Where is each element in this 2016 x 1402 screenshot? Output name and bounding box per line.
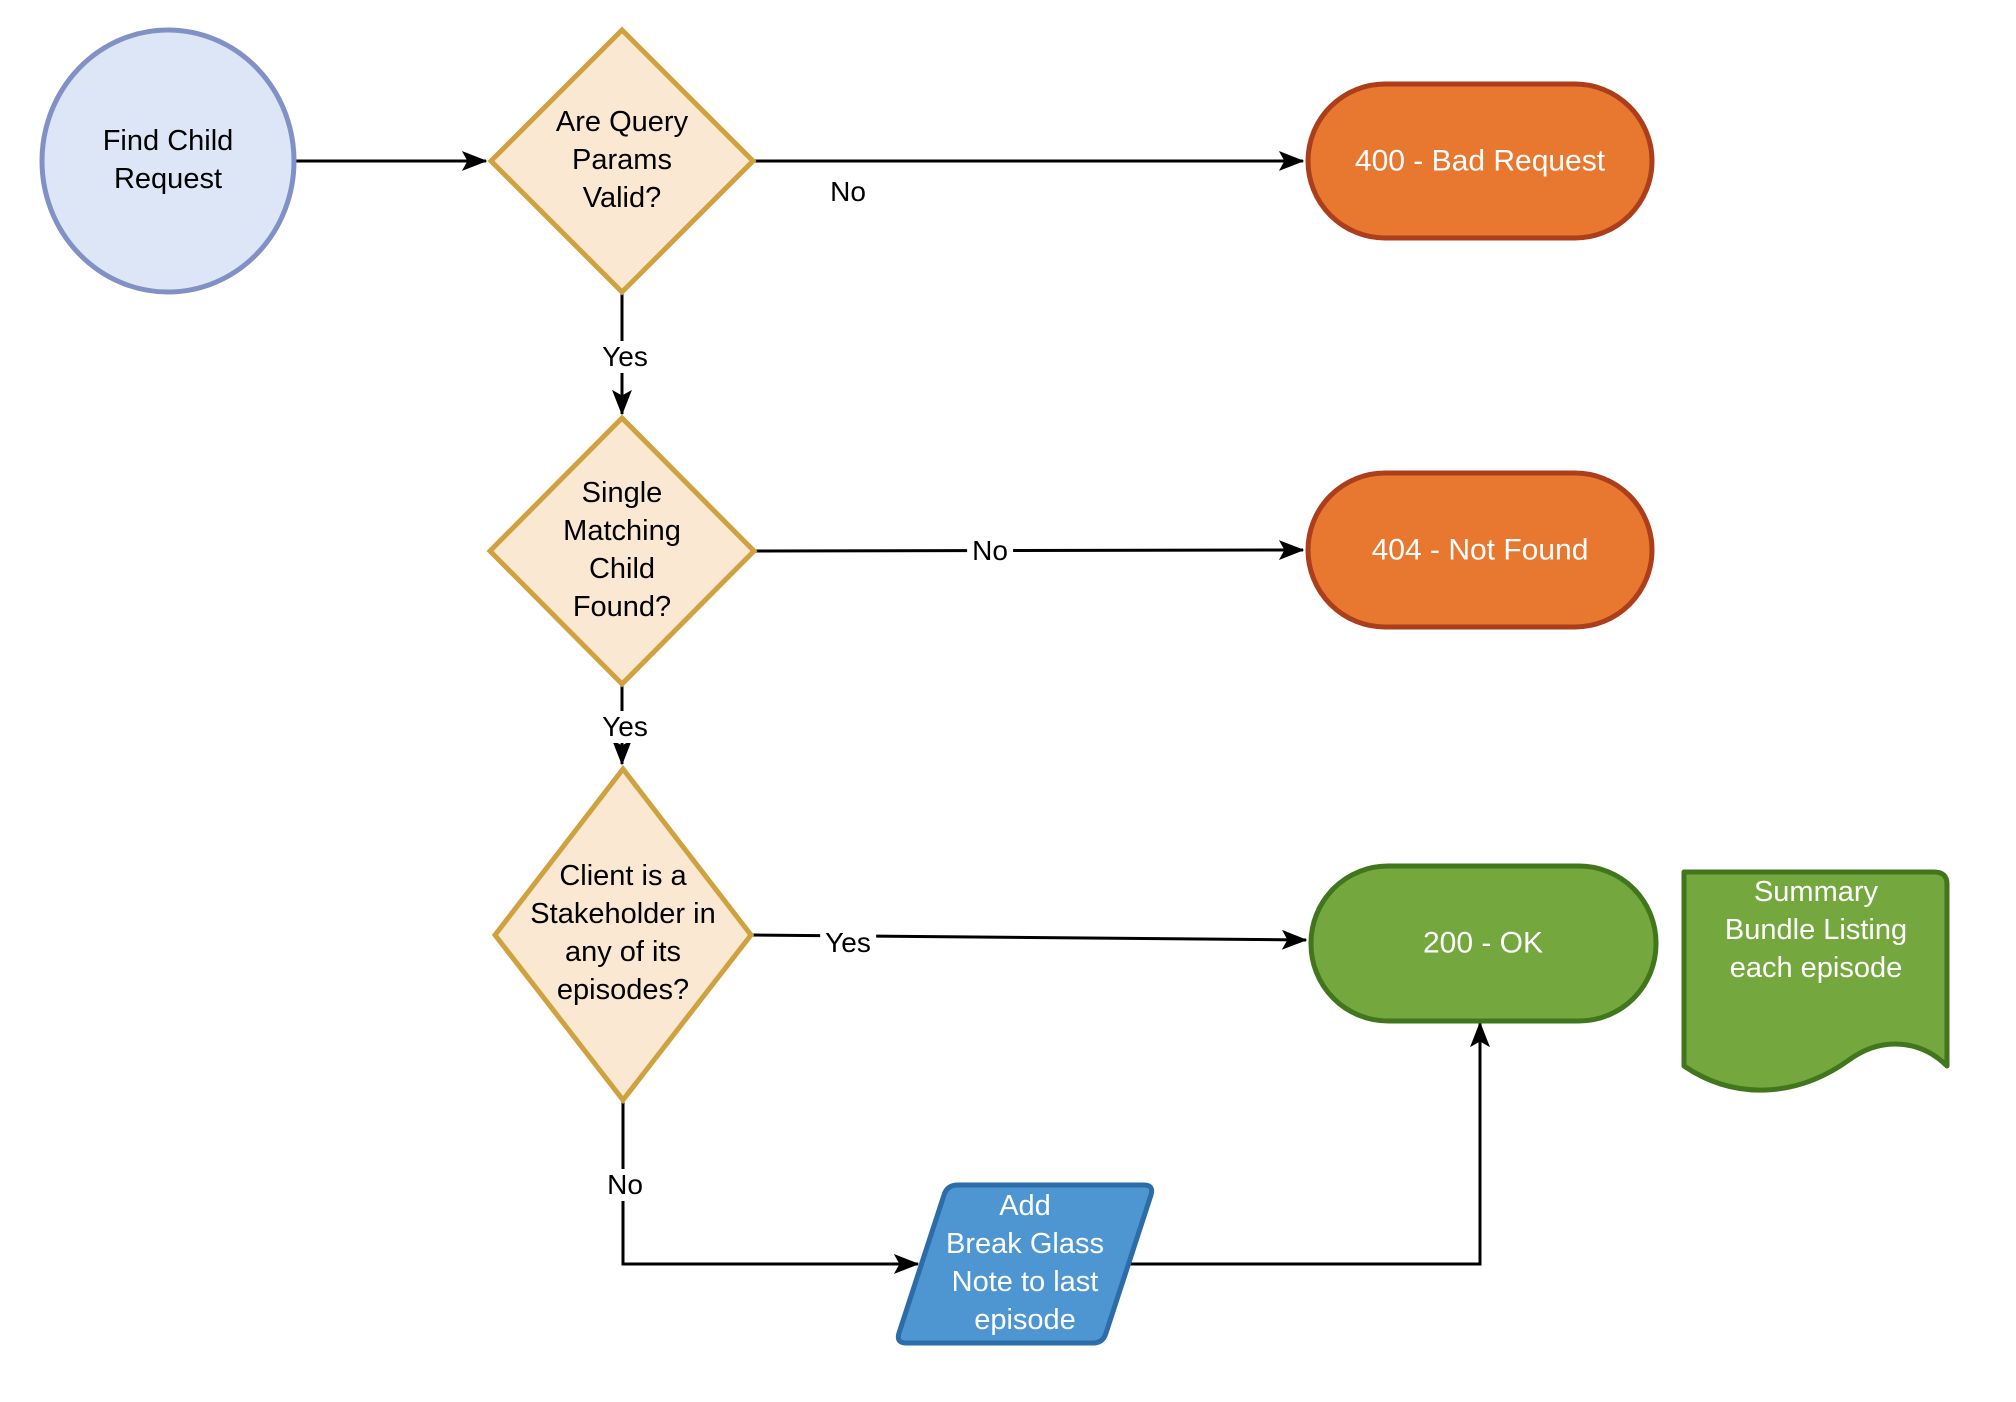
decision-matching-child-node xyxy=(486,414,758,688)
bad-request-node xyxy=(1305,81,1655,241)
decision-stakeholder-node xyxy=(491,764,755,1105)
edge-label-stakeholder-no: No xyxy=(602,1169,648,1201)
ok-label: 200 - OK xyxy=(1422,926,1544,960)
edge-stakeholder-no xyxy=(621,1102,918,1264)
bad-request-label: 400 - Bad Request xyxy=(1354,144,1606,178)
break-glass-parallelogram-node xyxy=(895,1182,1155,1346)
not-found-node xyxy=(1305,470,1655,630)
edge-label-stakeholder-yes: Yes xyxy=(820,927,876,959)
decision-query-params-node xyxy=(487,26,757,296)
break-glass-label: Add Break Glass Note to last episode xyxy=(946,1190,1104,1336)
edge-label-query-params-yes: Yes xyxy=(597,341,653,373)
decision-query-params-label: Are Query Params Valid? xyxy=(555,106,689,214)
edge-label-matching-child-yes: Yes xyxy=(597,711,653,743)
summary-bundle-document-node xyxy=(1681,869,1950,1093)
edge-label-query-params-no: No xyxy=(825,176,871,208)
decision-matching-child-label: Single Matching Child Found? xyxy=(563,477,681,623)
decision-stakeholder-label: Client is a Stakeholder in any of its ep… xyxy=(530,860,716,1006)
start-node-label: Find Child Request xyxy=(102,125,234,195)
edge-matching-child-no xyxy=(755,550,1303,551)
edge-break-glass-to-ok xyxy=(1127,1023,1480,1266)
edge-label-matching-child-no: No xyxy=(967,535,1013,567)
not-found-label: 404 - Not Found xyxy=(1371,533,1589,567)
start-node xyxy=(39,27,297,295)
ok-node xyxy=(1308,863,1659,1024)
summary-bundle-label: Summary Bundle Listing each episode xyxy=(1724,876,1908,984)
